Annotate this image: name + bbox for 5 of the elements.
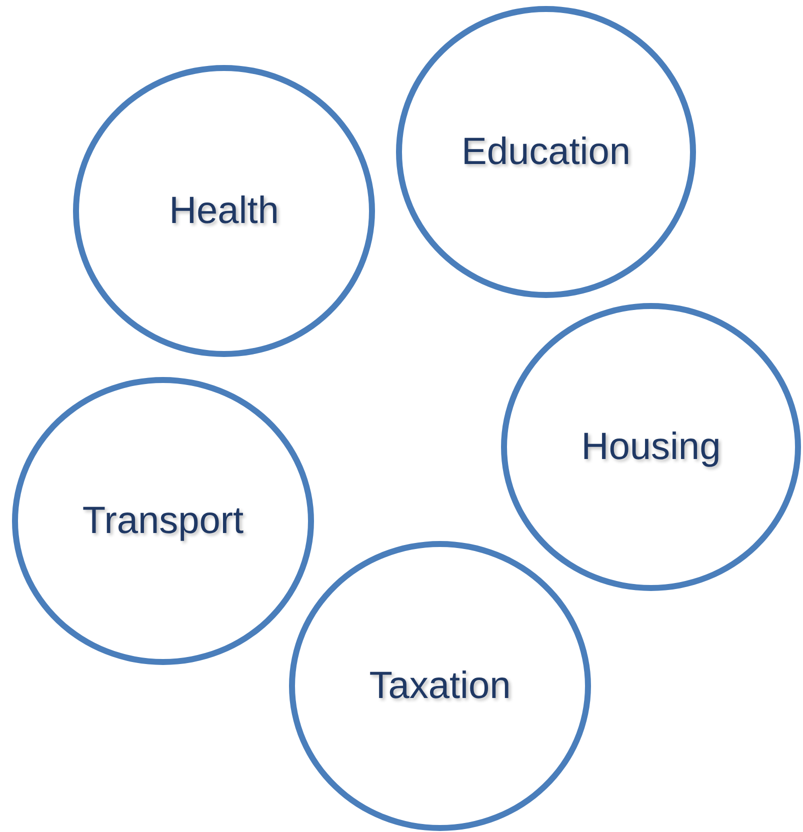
- node-label: Transport: [82, 500, 244, 542]
- node-label: Education: [461, 130, 630, 174]
- node-label: Health: [169, 190, 279, 232]
- node-label: Taxation: [369, 664, 511, 708]
- node-label: Housing: [581, 426, 721, 468]
